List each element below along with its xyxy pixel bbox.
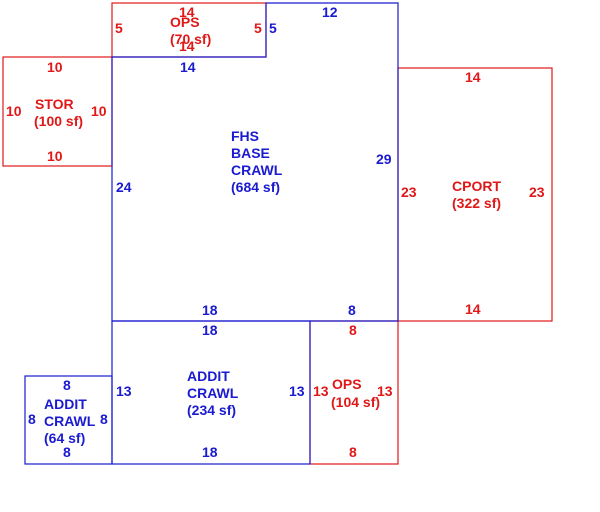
stor-label: STOR [35, 96, 74, 112]
fhs-dim-right-b: 29 [376, 151, 392, 167]
addit-main-dim-top: 18 [202, 322, 218, 338]
stor-dim-right: 10 [91, 103, 107, 119]
fhs-dim-bottom-b: 8 [348, 302, 356, 318]
cport-dim-left: 23 [401, 184, 417, 200]
stor-dim-bottom: 10 [47, 148, 63, 164]
ops-bottom-area: (104 sf) [331, 394, 380, 410]
cport-dim-right: 23 [529, 184, 545, 200]
addit-crawl-small-outline [24, 375, 113, 465]
fhs-label-line2: BASE [231, 145, 270, 161]
ops-top-dim-bottom: 14 [179, 38, 195, 54]
addit-main-dim-bottom: 18 [202, 444, 218, 460]
cport-label: CPORT [452, 178, 501, 194]
cport-area: (322 sf) [452, 195, 501, 211]
addit-small-label-line2: CRAWL [44, 413, 96, 429]
stor-dim-top: 10 [47, 59, 63, 75]
fhs-dim-left: 24 [116, 179, 132, 195]
ops-bottom-dim-bottom: 8 [349, 444, 357, 460]
addit-small-dim-right: 8 [100, 411, 108, 427]
addit-main-label-line1: ADDIT [187, 368, 230, 384]
ops-bottom-dim-right: 13 [377, 383, 393, 399]
fhs-dim-right-a: 5 [269, 20, 277, 36]
ops-top-label: OPS [170, 14, 200, 30]
addit-main-dim-right: 13 [289, 383, 305, 399]
addit-small-label-line1: ADDIT [44, 396, 87, 412]
stor-area: (100 sf) [34, 113, 83, 129]
ops-top-dim-right: 5 [254, 20, 262, 36]
stor-dim-left: 10 [6, 103, 22, 119]
ops-top-dim-top: 14 [179, 4, 195, 20]
addit-small-dim-left: 8 [28, 411, 36, 427]
addit-main-dim-left: 13 [116, 383, 132, 399]
addit-small-dim-bottom: 8 [63, 444, 71, 460]
fhs-dim-bottom-a: 18 [202, 302, 218, 318]
ops-top-area: (70 sf) [170, 31, 211, 47]
addit-main-label-line2: CRAWL [187, 385, 239, 401]
ops-bottom-label: OPS [332, 376, 362, 392]
ops-bottom-dim-top: 8 [349, 322, 357, 338]
fhs-label-line1: FHS [231, 128, 259, 144]
ops-bottom-dim-left: 13 [313, 383, 329, 399]
addit-small-area: (64 sf) [44, 430, 85, 446]
addit-small-dim-top: 8 [63, 377, 71, 393]
fhs-dim-top-b: 12 [322, 4, 338, 20]
ops-top-dim-left: 5 [115, 20, 123, 36]
cport-dim-top: 14 [465, 69, 481, 85]
fhs-dim-top-a: 14 [180, 59, 196, 75]
cport-dim-bottom: 14 [465, 301, 481, 317]
fhs-label-line3: CRAWL [231, 162, 283, 178]
fhs-area: (684 sf) [231, 179, 280, 195]
addit-main-area: (234 sf) [187, 402, 236, 418]
